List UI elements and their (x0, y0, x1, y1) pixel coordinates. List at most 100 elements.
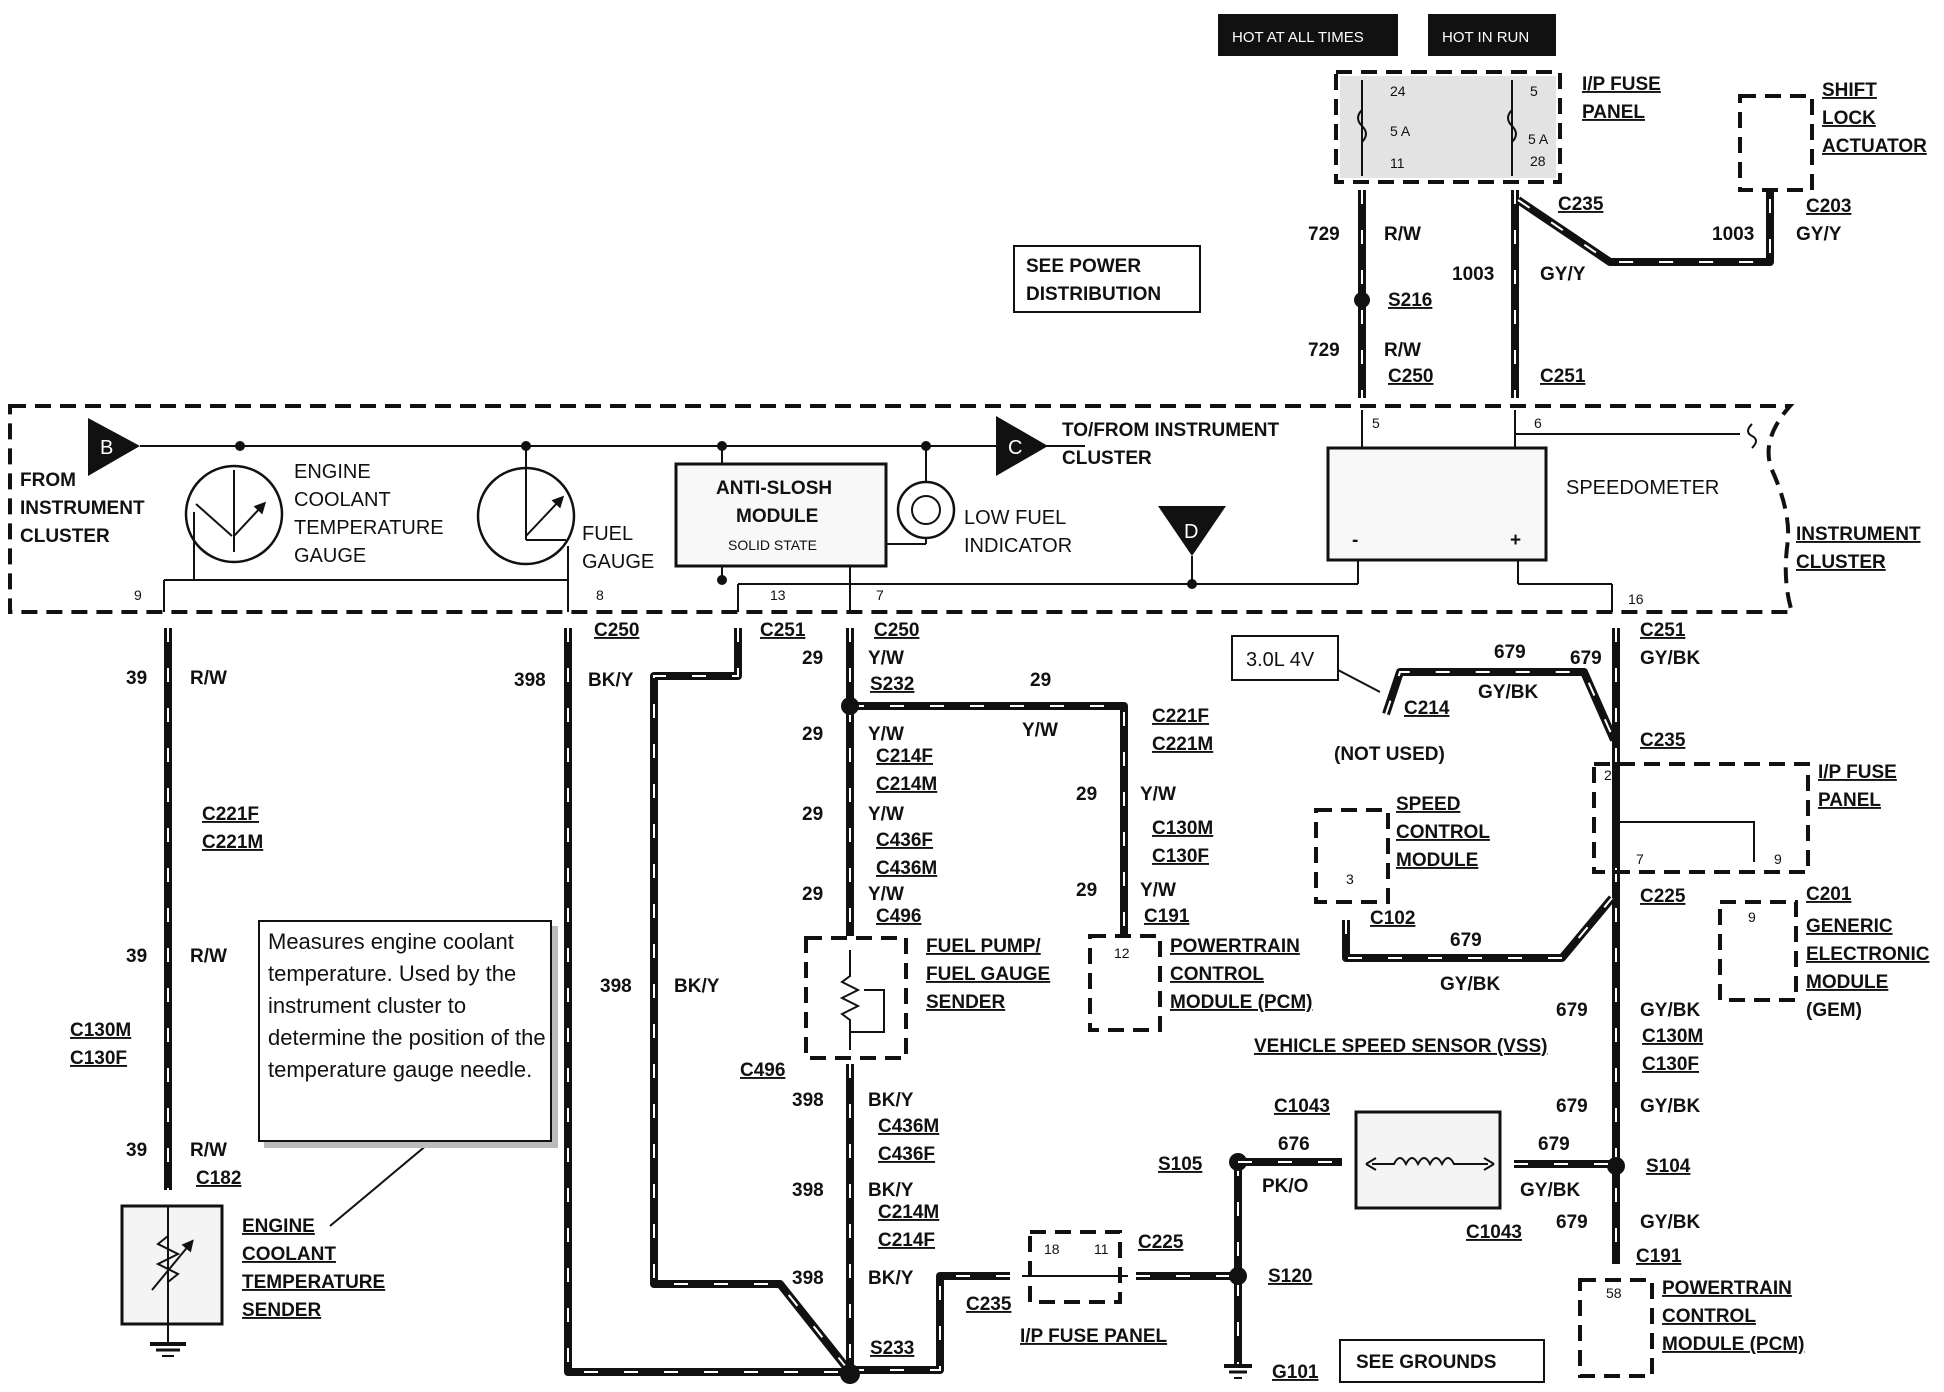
ip-fuse-panel-title-1: I/P FUSE (1582, 74, 1661, 95)
gem-3: MODULE (1806, 972, 1888, 993)
shift-lock-actuator-box (1738, 94, 1814, 192)
fuel-c214m: C214M (876, 774, 937, 795)
pcm-fuel-1: POWERTRAIN (1170, 936, 1300, 957)
rw-a: R/W (1384, 224, 1421, 245)
rw-b: R/W (1384, 340, 1421, 361)
fuel-yw-f: Y/W (1140, 880, 1176, 901)
pin-13: 13 (770, 587, 786, 603)
vss-c225: C225 (1640, 886, 1686, 907)
fuel-c250b: C250 (874, 620, 919, 641)
vss-gybk-d: GY/BK (1640, 1000, 1700, 1021)
ip-fuse-panel-top (1334, 70, 1562, 184)
vss-gybk-g: GY/BK (1640, 1212, 1700, 1233)
vss-gybk-f: GY/BK (1520, 1180, 1580, 1201)
pin-6: 6 (1534, 415, 1542, 431)
vss-c251: C251 (1640, 620, 1686, 641)
pin-7: 7 (876, 587, 884, 603)
marker-c (996, 416, 1048, 476)
fuel-c496: C496 (876, 906, 921, 927)
ect-sender-3: TEMPERATURE (242, 1272, 385, 1293)
anti-slosh-2: MODULE (736, 506, 818, 527)
fuel-bky-a: BK/Y (588, 670, 634, 691)
pcm-vss-2: CONTROL (1662, 1306, 1756, 1327)
gem-1: GENERIC (1806, 916, 1893, 937)
fuel-w29c: 29 (802, 804, 823, 825)
engine-label: 3.0L 4V (1246, 649, 1315, 671)
see-grounds-label: SEE GROUNDS (1356, 1352, 1496, 1373)
fuel-c436f: C436F (876, 830, 933, 851)
fuel-c436f-b: C436F (878, 1144, 935, 1165)
fuel-c496b: C496 (740, 1060, 785, 1081)
hot-at-all-times-box (1218, 14, 1398, 56)
vss-fuse-title-2: PANEL (1818, 790, 1881, 811)
vss-pin-9: 9 (1774, 851, 1782, 867)
fuel-yw-a: Y/W (868, 648, 904, 669)
pcm-pin-12: 12 (1114, 945, 1130, 961)
marker-b (88, 418, 140, 476)
see-grounds-box (1339, 1339, 1545, 1383)
fuel-w29-top: 29 (1030, 670, 1051, 691)
anti-slosh-3: SOLID STATE (728, 537, 817, 553)
fuel-c235: C235 (966, 1294, 1012, 1315)
low-fuel-1: LOW FUEL (964, 507, 1066, 529)
vss-c191: C191 (1636, 1246, 1682, 1267)
low-fuel-indicator-icon (896, 480, 956, 540)
ect-rw-b: R/W (190, 946, 227, 967)
low-fuel-2: INDICATOR (964, 535, 1072, 557)
fuse-lower-pin-11: 11 (1094, 1241, 1109, 1257)
from-cluster-1: FROM (20, 470, 76, 491)
vss-c214: C214 (1404, 698, 1450, 719)
fuel-gauge-2: GAUGE (582, 551, 654, 573)
fuel-yw-top: Y/W (1022, 720, 1058, 741)
vss-not-used: (NOT USED) (1334, 744, 1445, 765)
s216: S216 (1388, 290, 1432, 311)
ect-gauge-4: GAUGE (294, 545, 366, 567)
fuel-c214m-b: C214M (878, 1202, 939, 1223)
speed-control-2: CONTROL (1396, 822, 1490, 843)
c250-top: C250 (1388, 366, 1433, 387)
gem-4: (GEM) (1806, 1000, 1862, 1021)
c203-label: C203 (1806, 196, 1851, 217)
vss-w679c: 679 (1450, 930, 1482, 951)
vss-w679g: 679 (1556, 1212, 1588, 1233)
vss-s104: S104 (1646, 1156, 1691, 1177)
fuse-left-bottom-pin: 11 (1390, 155, 1405, 171)
engine-box (1231, 635, 1339, 681)
speedometer-label: SPEEDOMETER (1566, 477, 1719, 499)
ground-s120: S120 (1268, 1266, 1312, 1287)
fuel-yw-b: Y/W (868, 724, 904, 745)
fuel-sender-1: FUEL PUMP/ (926, 936, 1041, 957)
vss-gybk-b: GY/BK (1640, 648, 1700, 669)
speed-control-1: SPEED (1396, 794, 1460, 815)
fuel-c191: C191 (1144, 906, 1190, 927)
fuse-left-rating: 5 A (1390, 123, 1411, 139)
c251-top: C251 (1540, 366, 1586, 387)
ect-sender-1: ENGINE (242, 1216, 315, 1237)
ect-c221m: C221M (202, 832, 263, 853)
speedometer-minus: - (1352, 530, 1358, 551)
ip-fuse-panel-title-2: PANEL (1582, 102, 1645, 123)
ground-g101: G101 (1272, 1362, 1319, 1383)
vss-w679b: 679 (1570, 648, 1602, 669)
marker-d (1158, 506, 1226, 556)
hot-in-run-label: HOT IN RUN (1442, 29, 1529, 46)
speed-control-c102: C102 (1370, 908, 1415, 929)
pcm-box-vss (1578, 1278, 1654, 1378)
fuel-c436m-b: C436M (878, 1116, 939, 1137)
fuel-c221m: C221M (1152, 734, 1213, 755)
fuel-c250: C250 (594, 620, 639, 641)
gem-box (1718, 900, 1798, 1002)
to-from-cluster-1: TO/FROM INSTRUMENT (1062, 420, 1279, 441)
w729-b: 729 (1308, 340, 1340, 361)
c235-top: C235 (1558, 194, 1604, 215)
fuel-s233: S233 (870, 1338, 914, 1359)
ect-c130m: C130M (70, 1020, 131, 1041)
see-power-line2: DISTRIBUTION (1026, 284, 1161, 305)
fuel-c214f: C214F (876, 746, 933, 767)
ect-c130f: C130F (70, 1048, 127, 1069)
pcm-fuel-3: MODULE (PCM) (1170, 992, 1312, 1013)
fuel-yw-d: Y/W (868, 884, 904, 905)
fuse-right-top-pin: 5 (1530, 83, 1538, 99)
fuel-w29d: 29 (802, 884, 823, 905)
ect-gauge-1: ENGINE (294, 461, 371, 483)
